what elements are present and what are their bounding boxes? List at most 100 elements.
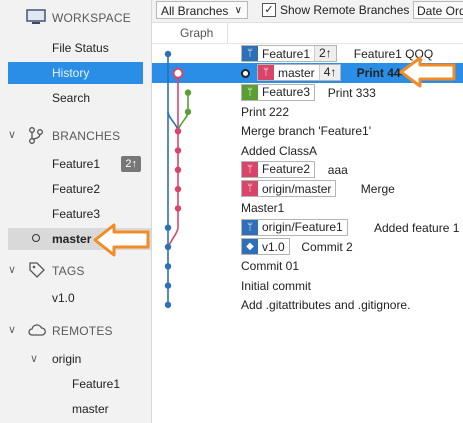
ref-name: master bbox=[278, 65, 315, 80]
sidebar-item-label: master bbox=[72, 402, 109, 416]
tags-label: TAGS bbox=[52, 264, 85, 278]
ahead-badge: 2↑ bbox=[121, 156, 141, 172]
graph-column-header[interactable]: Graph bbox=[180, 26, 214, 40]
sidebar-item-label: origin bbox=[52, 352, 82, 366]
sidebar-item-label: Feature1 bbox=[72, 377, 121, 391]
ahead-count: 2↑ bbox=[314, 46, 336, 61]
sidebar-item-origin-master[interactable]: master bbox=[0, 398, 151, 420]
sidebar-item-tag-v1[interactable]: v1.0 bbox=[0, 287, 151, 309]
show-remote-label[interactable]: Show Remote Branches bbox=[280, 3, 410, 17]
commit-message: Print 333 bbox=[327, 85, 376, 100]
sidebar-item-origin[interactable]: ∨ origin bbox=[0, 348, 151, 370]
sidebar-item-history[interactable]: History bbox=[8, 62, 143, 84]
ref-name: Feature1 bbox=[262, 46, 311, 61]
branch-filter-dropdown[interactable]: All Branches ∨ bbox=[156, 1, 248, 19]
annotation-arrow-icon bbox=[399, 56, 456, 88]
annotation-arrow-icon bbox=[93, 223, 150, 257]
commit-message: Added ClassA bbox=[241, 143, 318, 158]
workspace-header[interactable]: WORKSPACE bbox=[0, 8, 151, 28]
toolbar: All Branches ∨ ✓ Show Remote Branches Da… bbox=[152, 0, 463, 23]
chevron-down-icon[interactable]: ∨ bbox=[8, 324, 17, 336]
commit-row[interactable]: Print 222 bbox=[152, 102, 463, 122]
commit-message: Print 444 bbox=[356, 66, 408, 81]
commit-message: aaa bbox=[327, 162, 348, 177]
commit-message: Commit 01 bbox=[241, 259, 300, 274]
order-dropdown[interactable]: Date Ord bbox=[413, 1, 463, 19]
sidebar-item-feature2[interactable]: Feature2 bbox=[0, 178, 151, 200]
sidebar-item-feature1[interactable]: Feature1 2↑ bbox=[0, 153, 151, 175]
column-header: Graph bbox=[152, 23, 463, 44]
ref-label[interactable]: ᛘ origin/master bbox=[241, 180, 337, 198]
order-value: Date Ord bbox=[417, 4, 463, 18]
commit-row[interactable]: Added ClassA bbox=[152, 141, 463, 161]
commit-row[interactable]: ᛘ origin/Feature1 Added feature 1 bbox=[152, 218, 463, 238]
ref-name: Feature3 bbox=[262, 85, 311, 100]
sidebar-item-label: Feature2 bbox=[52, 182, 101, 196]
sidebar-item-label: History bbox=[52, 66, 90, 80]
sidebar-item-label: File Status bbox=[52, 41, 109, 55]
current-branch-icon bbox=[32, 234, 40, 242]
monitor-icon bbox=[26, 8, 46, 29]
chevron-down-icon[interactable]: ∨ bbox=[8, 129, 17, 141]
commit-message: Added feature 1 bbox=[374, 220, 460, 235]
chevron-down-icon: ∨ bbox=[234, 5, 242, 16]
branch-filter-value: All Branches bbox=[161, 4, 229, 18]
branch-icon: ᛘ bbox=[242, 84, 258, 100]
branches-label: BRANCHES bbox=[52, 129, 121, 143]
ref-label[interactable]: ◆v1.0 bbox=[241, 238, 290, 255]
sidebar-item-label: Feature1 bbox=[52, 157, 101, 171]
ref-label[interactable]: ᛘ Feature3 bbox=[241, 83, 316, 101]
remotes-header[interactable]: ∨ REMOTES bbox=[0, 321, 151, 341]
commit-message: Merge bbox=[360, 182, 395, 197]
commit-message: Add .gitattributes and .gitignore. bbox=[241, 297, 411, 312]
commit-row[interactable]: Commit 01 bbox=[152, 256, 463, 276]
sidebar-item-search[interactable]: Search bbox=[0, 87, 151, 109]
chevron-down-icon[interactable]: ∨ bbox=[30, 353, 39, 365]
commit-row[interactable]: ᛘ Feature3 Print 333 bbox=[152, 83, 463, 103]
branches-header[interactable]: ∨ BRANCHES bbox=[0, 126, 151, 146]
sidebar-item-file-status[interactable]: File Status bbox=[0, 37, 151, 59]
branch-icon: ᛘ bbox=[258, 65, 274, 81]
commit-row[interactable]: Master1 bbox=[152, 198, 463, 218]
sidebar-item-feature3[interactable]: Feature3 bbox=[0, 203, 151, 225]
commit-message: Merge branch 'Feature1' bbox=[241, 124, 371, 139]
chevron-down-icon[interactable]: ∨ bbox=[8, 264, 17, 276]
sidebar-item-label: Feature3 bbox=[52, 207, 101, 221]
commit-message: Commit 2 bbox=[301, 240, 353, 254]
ref-name: origin/Feature1 bbox=[262, 220, 343, 235]
tags-header[interactable]: ∨ TAGS bbox=[0, 261, 151, 281]
sidebar-item-origin-feature1[interactable]: Feature1 bbox=[0, 373, 151, 395]
commit-row[interactable]: ᛘ origin/master Merge bbox=[152, 179, 463, 199]
commit-message: Master1 bbox=[241, 201, 285, 216]
commit-row[interactable]: Merge branch 'Feature1' bbox=[152, 121, 463, 141]
ref-label[interactable]: ᛘ origin/Feature1 bbox=[241, 218, 348, 236]
ref-name: origin/master bbox=[262, 181, 332, 196]
commit-message: Initial commit bbox=[241, 278, 312, 293]
column-divider[interactable] bbox=[227, 23, 228, 43]
head-indicator-icon bbox=[241, 69, 250, 79]
sidebar-item-label: master bbox=[52, 232, 92, 246]
commit-row[interactable]: Add .gitattributes and .gitignore. bbox=[152, 295, 463, 315]
commit-row[interactable]: Initial commit bbox=[152, 276, 463, 296]
workspace-label: WORKSPACE bbox=[52, 11, 131, 25]
tag-icon bbox=[28, 261, 46, 282]
commit-row[interactable]: ◆v1.0 Commit 2 bbox=[152, 237, 463, 257]
commit-message: Print 222 bbox=[241, 104, 290, 119]
remotes-label: REMOTES bbox=[52, 324, 113, 338]
ref-name: Feature2 bbox=[262, 162, 311, 177]
ahead-count: 4↑ bbox=[318, 65, 341, 81]
sidebar: WORKSPACE File Status History Search ∨ B… bbox=[0, 0, 152, 423]
ref-name: v1.0 bbox=[262, 239, 285, 254]
branch-icon bbox=[28, 126, 44, 147]
cloud-icon bbox=[27, 321, 47, 342]
branch-icon: ᛘ bbox=[242, 219, 258, 235]
branch-icon: ᛘ bbox=[242, 46, 258, 61]
branch-icon: ᛘ bbox=[242, 181, 258, 197]
show-remote-checkbox[interactable]: ✓ bbox=[262, 3, 276, 17]
